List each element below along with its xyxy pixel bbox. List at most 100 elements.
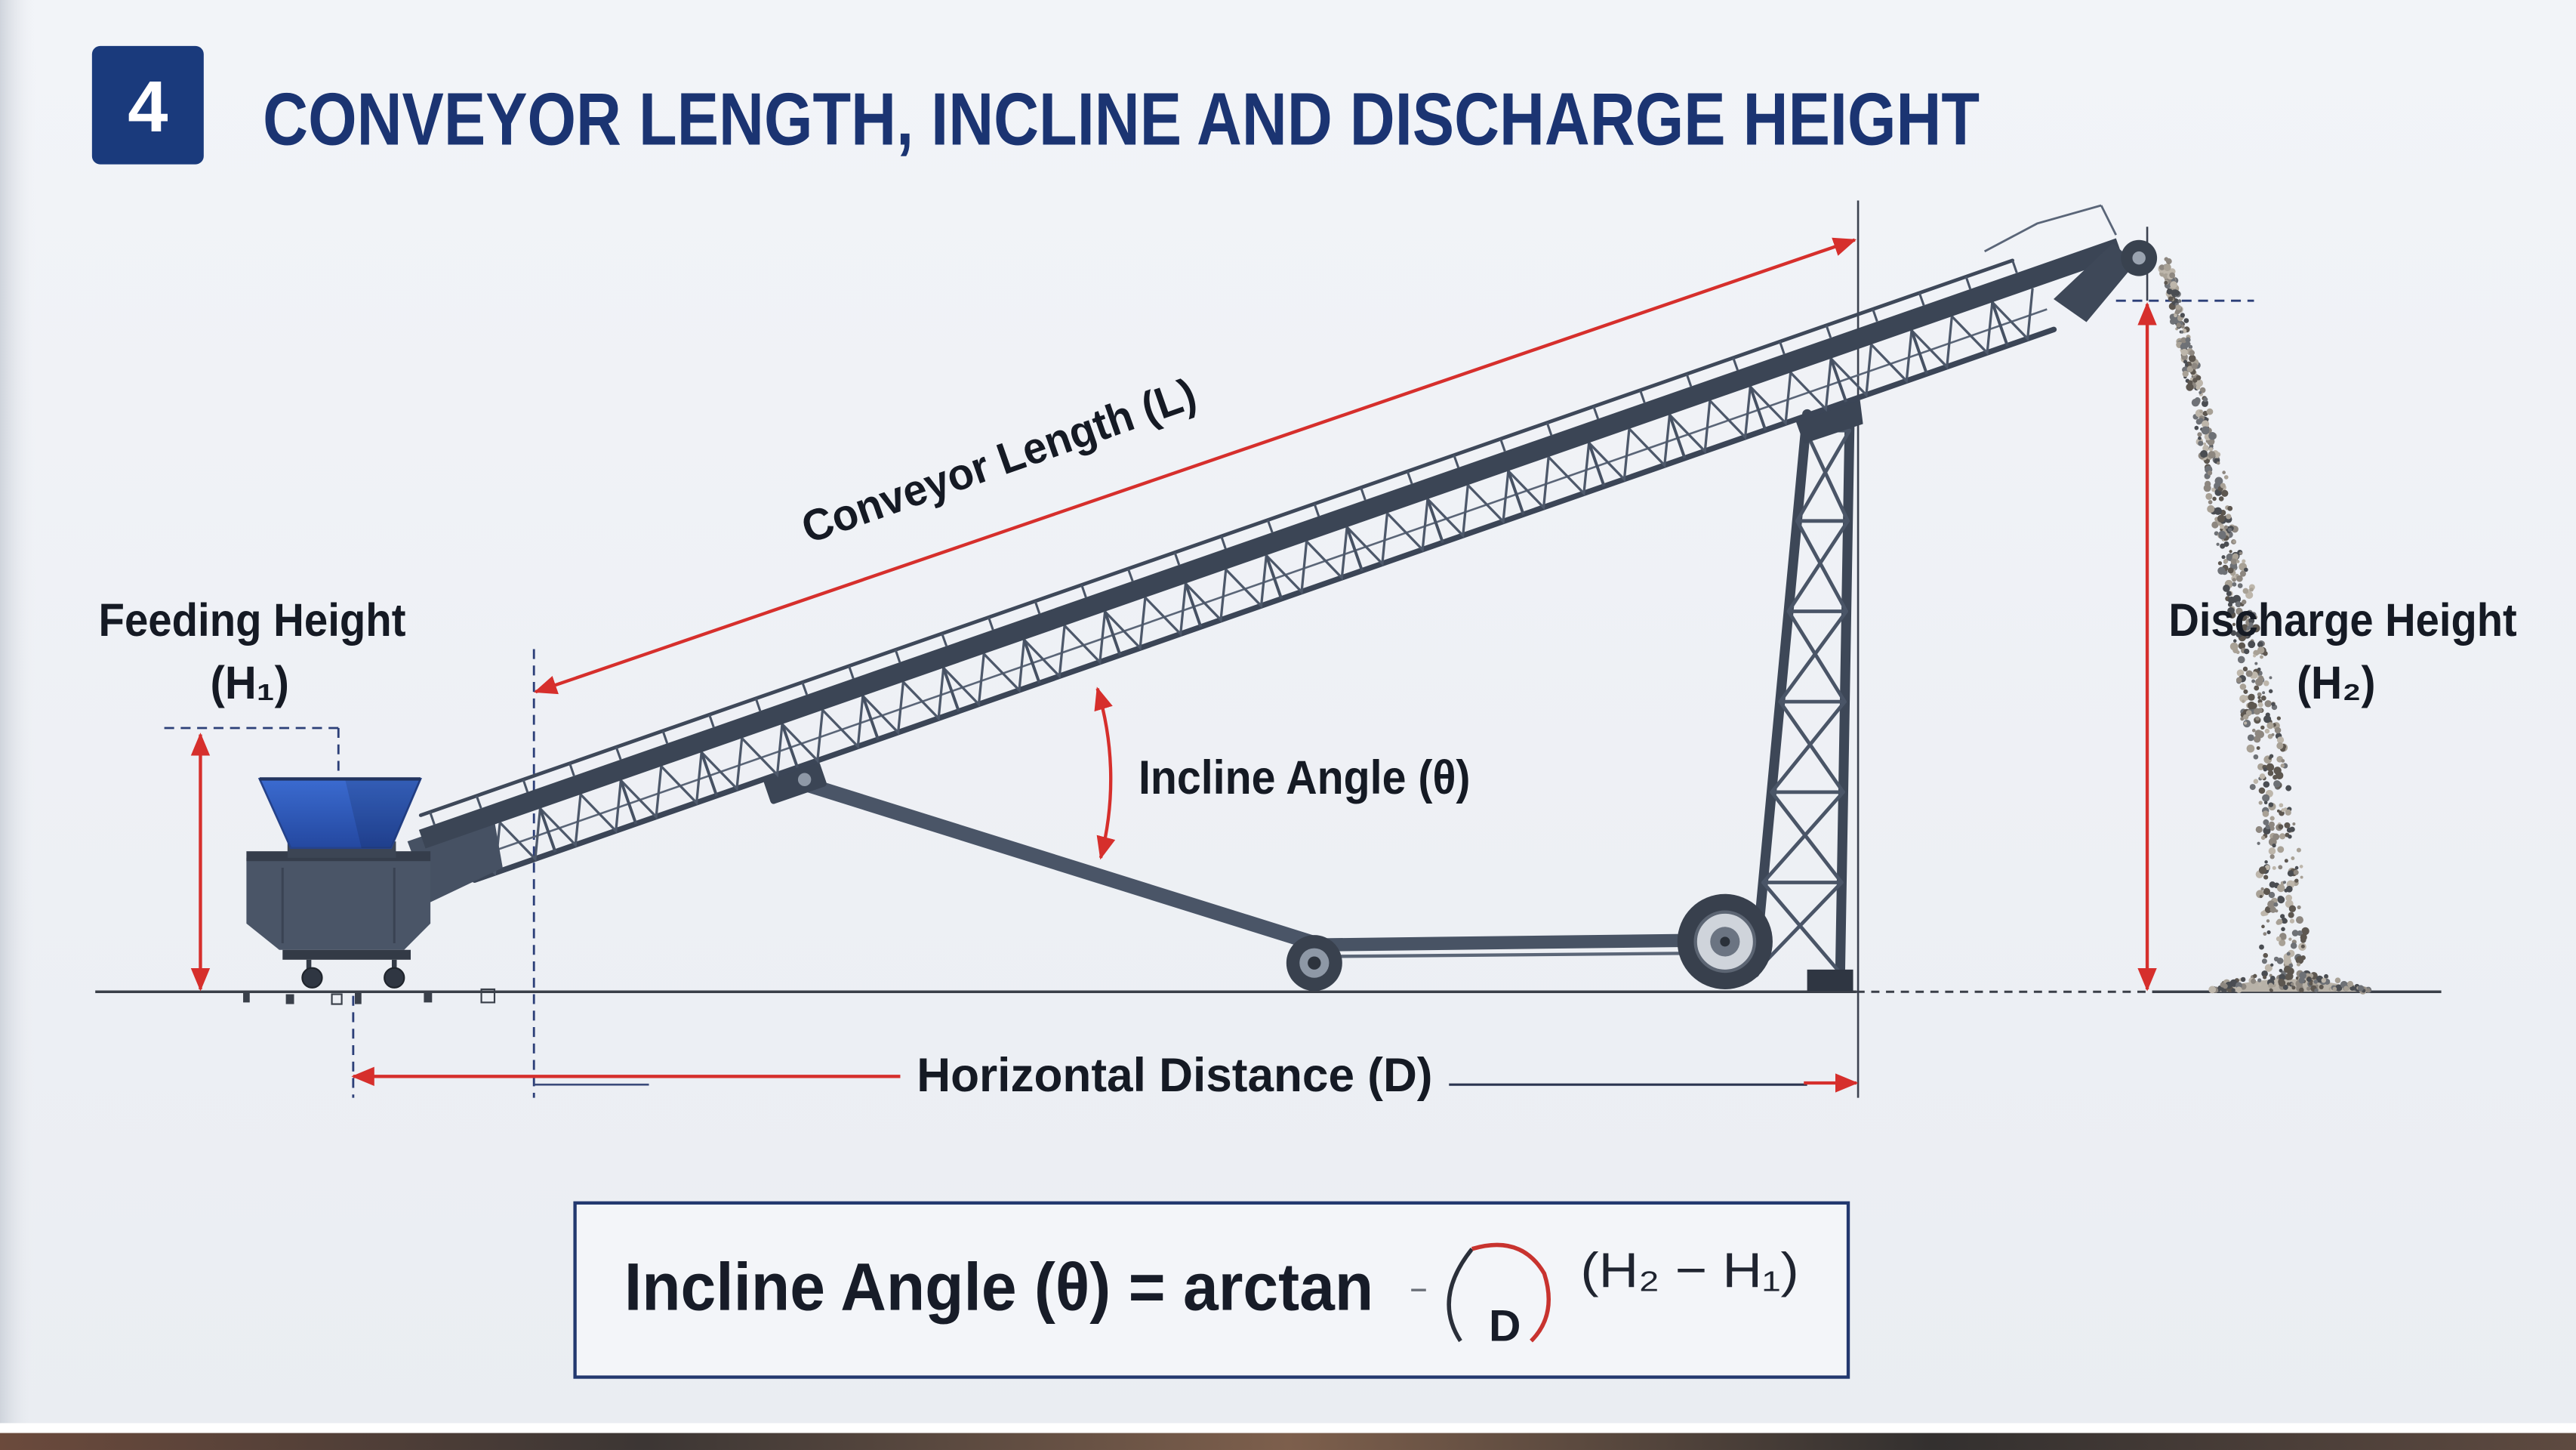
gravel-particle xyxy=(2256,730,2265,739)
gravel-particle xyxy=(2180,337,2187,344)
gravel-particle xyxy=(2183,318,2189,323)
guard-rail-post xyxy=(1918,292,1925,306)
gravel-particle xyxy=(2268,847,2276,855)
gravel-particle xyxy=(2208,451,2216,459)
gravel-particle xyxy=(2278,824,2284,830)
gravel-particle xyxy=(2223,475,2229,480)
bottom-photo-strip xyxy=(0,1433,2576,1450)
gravel-particle xyxy=(2259,894,2263,899)
gravel-particle xyxy=(2253,754,2259,760)
gravel-particle xyxy=(2273,956,2279,962)
gravel-particle xyxy=(2291,982,2294,986)
gravel-particle xyxy=(2257,763,2265,770)
gravel-particle xyxy=(2220,524,2225,529)
gravel-particle xyxy=(2357,985,2364,992)
gravel-particle xyxy=(2278,978,2285,986)
gravel-particle xyxy=(2217,566,2226,575)
gravel-particle xyxy=(2238,642,2246,649)
gravel-particle xyxy=(2188,354,2196,362)
gravel-particle xyxy=(2236,669,2245,677)
gravel-particle xyxy=(2182,370,2189,378)
gravel-particle xyxy=(2236,631,2243,638)
large-wheel-axle xyxy=(1720,936,1730,947)
gravel-particle xyxy=(2243,567,2248,572)
gravel-particle xyxy=(2168,296,2174,302)
gravel-particle xyxy=(2251,728,2256,733)
gravel-particle xyxy=(2272,775,2278,780)
gravel-particle xyxy=(2230,630,2237,637)
gravel-particle xyxy=(2258,983,2262,986)
gravel-particle xyxy=(2195,385,2201,390)
gravel-particle xyxy=(2215,452,2221,458)
gravel-particle xyxy=(2208,500,2213,504)
gravel-particle xyxy=(2319,984,2324,989)
gravel-particle xyxy=(2211,521,2219,529)
gravel-particle xyxy=(2186,383,2194,391)
gravel-particle xyxy=(2253,973,2257,979)
gravel-particle xyxy=(2259,944,2264,950)
gravel-particle xyxy=(2214,477,2223,486)
gravel-particle xyxy=(2258,801,2263,805)
guard-rail-post xyxy=(1872,308,1878,322)
gravel-particle xyxy=(2266,930,2271,935)
gravel-particle xyxy=(2290,942,2297,949)
gravel-particle xyxy=(2227,505,2233,511)
section-number: 4 xyxy=(128,66,168,147)
truss-post xyxy=(861,695,880,740)
gravel-particle xyxy=(2240,717,2245,721)
gravel-particle xyxy=(2237,583,2243,588)
gravel-particle xyxy=(2257,641,2263,648)
guard-rail-post xyxy=(1964,276,1972,290)
guard-rail-post xyxy=(2011,260,2018,273)
gravel-particle xyxy=(2266,919,2270,923)
gravel-particle xyxy=(2194,397,2201,404)
gravel-particle xyxy=(2226,591,2232,597)
gravel-particle xyxy=(2207,504,2215,513)
gravel-particle xyxy=(2180,313,2185,318)
gravel-particle xyxy=(2270,963,2274,967)
gravel-particle xyxy=(2276,809,2280,813)
gravel-particle xyxy=(2263,887,2271,896)
ground-mark xyxy=(285,994,294,1004)
gravel-particle xyxy=(2263,819,2269,825)
gravel-particle xyxy=(2176,322,2181,328)
truss-post xyxy=(700,751,719,797)
gravel-particle xyxy=(2168,279,2172,283)
gravel-particle xyxy=(2218,496,2224,501)
gravel-particle xyxy=(2273,978,2279,983)
truss-brace xyxy=(821,696,864,750)
tower-foot xyxy=(1807,969,1853,992)
gravel-particle xyxy=(2267,900,2276,909)
gravel-particle xyxy=(2279,968,2283,973)
gravel-particle xyxy=(2206,408,2214,415)
conveyor-head-frame xyxy=(2054,243,2136,322)
gravel-particle xyxy=(2279,939,2286,946)
gravel-particle xyxy=(2175,304,2181,310)
gravel-particle xyxy=(2248,693,2255,701)
gravel-particle xyxy=(2285,785,2292,791)
gravel-particle xyxy=(2203,442,2207,446)
gravel-particle xyxy=(2226,514,2232,520)
gravel-particle xyxy=(2281,927,2285,932)
gravel-particle xyxy=(2279,833,2286,840)
gravel-particle xyxy=(2248,628,2254,634)
gravel-particle xyxy=(2296,962,2301,967)
gravel-particle xyxy=(2214,507,2223,515)
gravel-particle xyxy=(2199,418,2204,422)
guard-rail-post xyxy=(569,763,575,776)
bottom-divider xyxy=(0,1423,2576,1433)
gravel-particle xyxy=(2166,288,2173,295)
gravel-particle xyxy=(2269,821,2275,828)
section-number-badge xyxy=(91,45,204,165)
gravel-particle xyxy=(2165,263,2171,269)
gravel-particle xyxy=(2214,531,2219,536)
formula-denominator: D xyxy=(1489,1302,1521,1351)
gravel-particle xyxy=(2258,866,2267,875)
truss-brace xyxy=(1951,302,1994,356)
gravel-particle xyxy=(2217,561,2223,566)
guard-rail-post xyxy=(754,698,762,711)
gravel-particle xyxy=(2332,986,2337,992)
gravel-particle xyxy=(2236,677,2242,683)
gravel-particle xyxy=(2313,974,2317,979)
